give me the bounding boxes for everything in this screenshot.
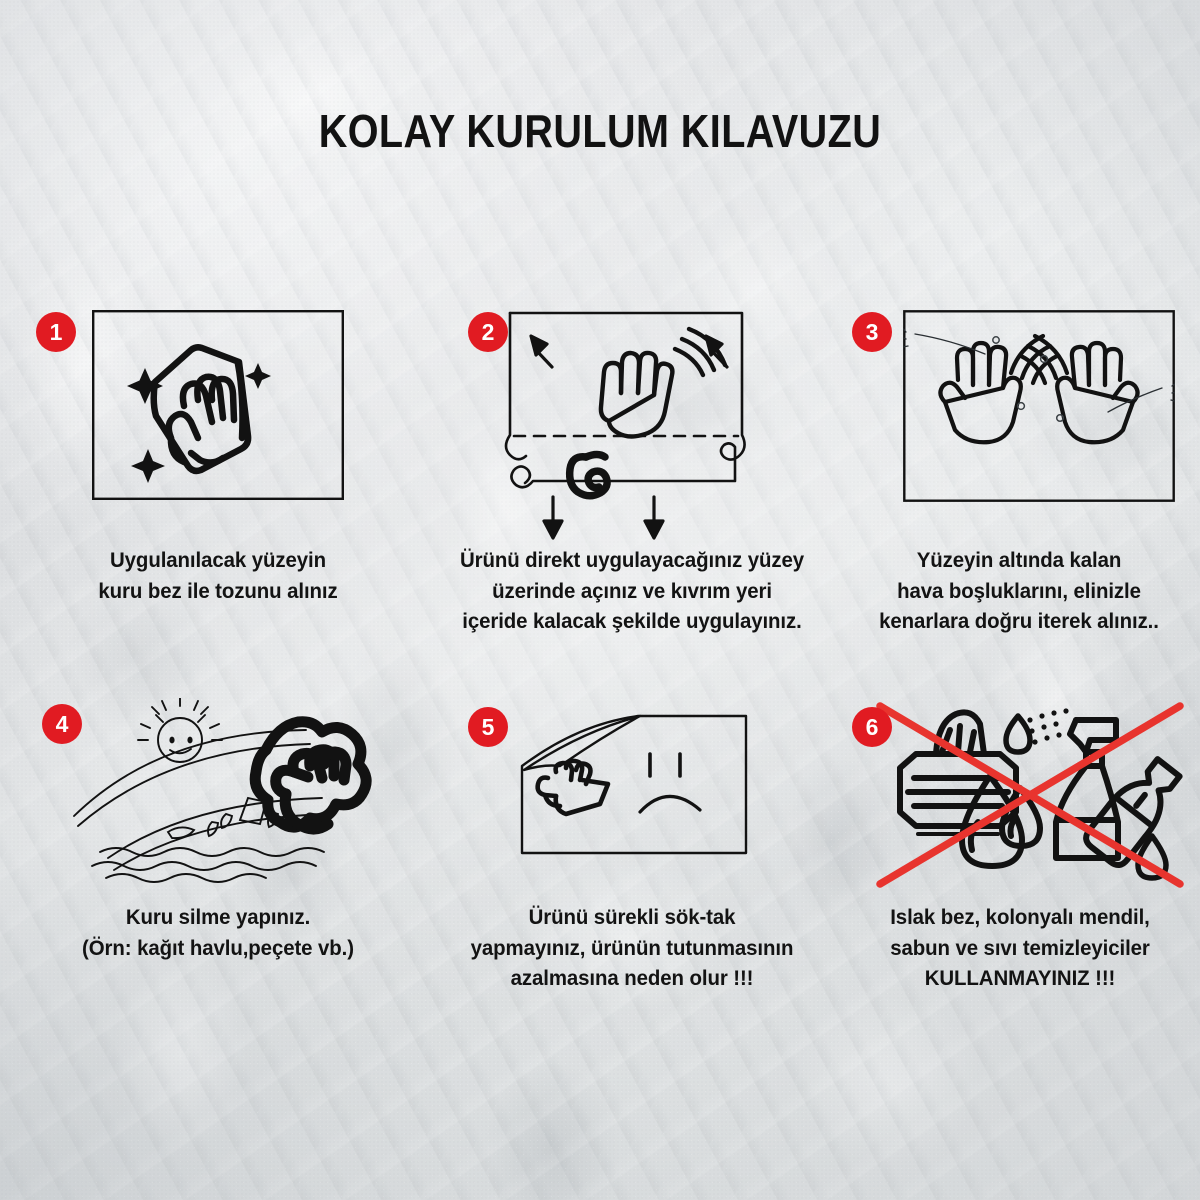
step-badge-1: 1 — [36, 312, 76, 352]
step-badge-6: 6 — [852, 707, 892, 747]
step-badge-3: 3 — [852, 312, 892, 352]
step-badge-4: 4 — [42, 704, 82, 744]
step-caption-4: Kuru silme yapınız. (Örn: kağıt havlu,pe… — [82, 905, 354, 960]
step-caption-5: Ürünü sürekli sök-tak yapmayınız, ürünün… — [470, 905, 794, 991]
step-caption-1: Uygulanılacak yüzeyin kuru bez ile tozun… — [98, 548, 338, 603]
step-caption-2: Ürünü direkt uygulayacağınız yüzey üzeri… — [459, 548, 805, 634]
step-badge-2: 2 — [468, 312, 508, 352]
step-caption-6: Islak bez, kolonyalı mendil, sabun ve sı… — [890, 905, 1150, 991]
step-badge-5: 5 — [468, 707, 508, 747]
hand-wiping-cloth-with-sparkles-icon — [92, 310, 344, 500]
red-cross-prohibition-icon — [876, 702, 1184, 888]
wet-wipes-spray-bottle-cleaners-crossed-out-icon — [880, 700, 1185, 890]
page-title: KOLAY KURULUM KILAVUZU — [318, 105, 882, 157]
peeling-sheet-with-sad-face-icon — [518, 706, 750, 856]
two-hands-pushing-air-bubbles-outward-icon — [903, 310, 1175, 502]
hand-with-cloth-dry-wiping-sun-and-waves-icon — [60, 698, 380, 888]
step-caption-3: Yüzeyin altında kalan hava boşluklarını,… — [879, 548, 1159, 634]
unrolling-sheet-with-waving-hand-and-arrows-icon — [492, 305, 760, 547]
